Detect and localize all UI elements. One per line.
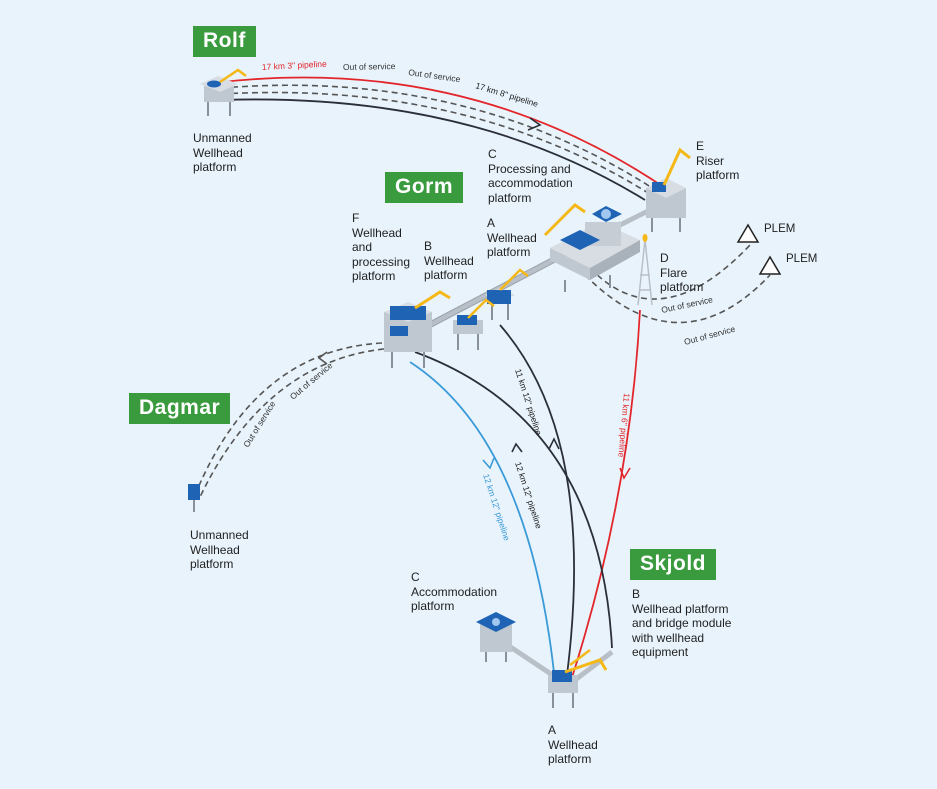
label-skjold-a: A Wellhead platform xyxy=(548,723,598,766)
pipeline-skjold-12km-12in-dark xyxy=(414,351,613,649)
pipeline-dagmar-oos-2 xyxy=(199,348,385,498)
label-rolf-oos-2: Out of service xyxy=(408,67,462,84)
gorm-f-processing-platform xyxy=(384,290,451,368)
label-plem-oos-2: Out of service xyxy=(683,324,737,347)
label-gorm-e: E Riser platform xyxy=(696,139,740,182)
rolf-wellhead-platform xyxy=(200,68,247,116)
label-rolf-3in: 17 km 3" pipeline xyxy=(262,59,328,72)
pipeline-rolf-out-of-service-1 xyxy=(221,84,661,194)
label-skjold-c: C Accommodation platform xyxy=(411,570,498,613)
plem-label-1: PLEM xyxy=(764,223,795,235)
pipeline-plem-2 xyxy=(584,274,771,324)
label-gorm-f: F Wellhead and processing platform xyxy=(352,211,411,283)
label-gorm-d: D Flare platform xyxy=(660,251,704,294)
field-title-dagmar: Dagmar xyxy=(129,393,231,424)
label-skjold-6in: 11 km 6" pipeline xyxy=(616,393,632,458)
arrow-rolf-8in xyxy=(527,117,542,131)
label-rolf-oos-1: Out of service xyxy=(343,61,396,72)
plem-label-2: PLEM xyxy=(786,253,817,265)
label-rolf-platform: Unmanned Wellhead platform xyxy=(193,131,252,174)
gorm-a-wellhead-platform xyxy=(485,268,529,320)
arrow-skjold-6in xyxy=(619,467,631,480)
pipeline-skjold-12km-12in-blue xyxy=(409,361,556,683)
label-rolf-8in: 17 km 8" pipeline xyxy=(474,80,539,109)
label-skjold-12km-12in-dark: 12 km 12" pipeline xyxy=(513,461,544,531)
label-skjold-11km-12in: 11 km 12" pipeline xyxy=(513,368,544,437)
gorm-e-riser-platform xyxy=(646,147,691,232)
field-title-skjold: Skjold xyxy=(630,549,717,580)
label-gorm-a: A Wellhead platform xyxy=(487,216,537,259)
gorm-b-wellhead-platform xyxy=(453,298,495,350)
arrow-skjold-blue xyxy=(482,457,495,470)
arrow-skjold-12km-dark xyxy=(511,442,523,453)
pipeline-dagmar-oos-1 xyxy=(194,342,383,496)
plem-triangle-1 xyxy=(736,223,760,243)
pipeline-rolf-3in xyxy=(221,76,669,191)
label-skjold-b: B Wellhead platform and bridge module wi… xyxy=(632,587,732,659)
pipeline-skjold-6in xyxy=(567,309,641,691)
gorm-c-processing-platform xyxy=(543,203,640,292)
label-plem-oos-1: Out of service xyxy=(660,294,714,315)
pipeline-rolf-out-of-service-2 xyxy=(221,91,654,197)
field-title-rolf: Rolf xyxy=(193,26,256,57)
gorm-d-flare-platform xyxy=(637,234,653,306)
label-gorm-c: C Processing and accommodation platform xyxy=(488,147,573,205)
label-gorm-b: B Wellhead platform xyxy=(424,239,474,282)
label-dagmar-platform: Unmanned Wellhead platform xyxy=(190,528,249,571)
pipeline-plem-1 xyxy=(589,244,751,300)
arrow-dagmar xyxy=(317,351,328,365)
field-title-gorm: Gorm xyxy=(385,172,464,203)
skjold-a-wellhead-platform xyxy=(548,649,608,708)
dagmar-wellhead-platform xyxy=(188,484,200,512)
skjold-c-accommodation-platform xyxy=(476,612,516,662)
pipeline-rolf-8in xyxy=(221,98,646,201)
plem-triangle-2 xyxy=(758,255,782,275)
arrow-skjold-11km xyxy=(548,437,560,450)
